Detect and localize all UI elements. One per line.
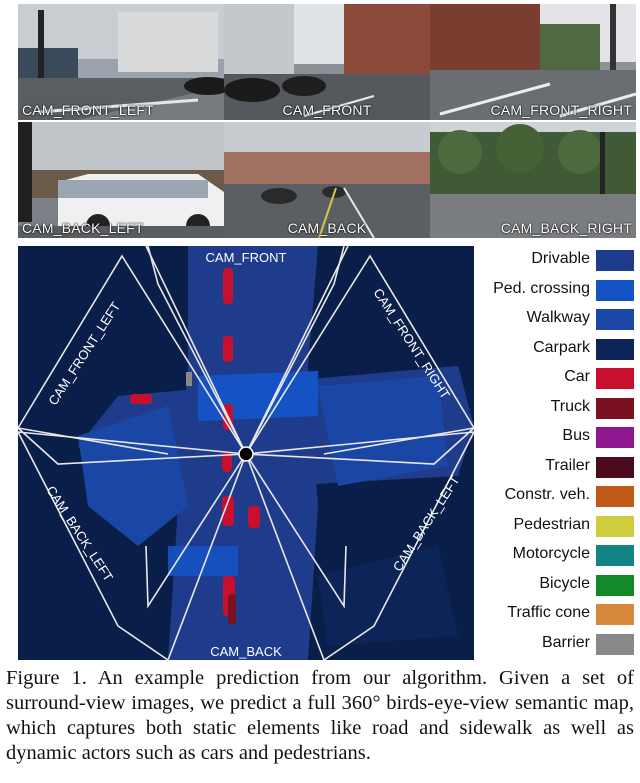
caption-text: An example prediction from our algorithm… xyxy=(6,667,634,764)
legend-row: Constr. veh. xyxy=(484,484,640,514)
legend-label: Traffic cone xyxy=(507,604,590,621)
legend-row: Traffic cone xyxy=(484,602,640,632)
legend-row: Car xyxy=(484,366,640,396)
legend-swatch xyxy=(596,397,634,419)
legend-label: Drivable xyxy=(531,250,590,267)
bev-barrier xyxy=(186,372,192,386)
bev-car xyxy=(223,336,233,362)
legend-row: Motorcycle xyxy=(484,543,640,573)
cam-front-label: CAM_FRONT xyxy=(282,102,372,118)
camera-grid: CAM_FRONT_LEFT CAM_FRONT CAM_FRONT_RIGHT xyxy=(18,4,636,238)
bev-car xyxy=(222,496,234,526)
cam-front-left-label: CAM_FRONT_LEFT xyxy=(22,102,154,118)
cam-front-right-label: CAM_FRONT_RIGHT xyxy=(490,102,632,118)
legend-swatch xyxy=(596,633,634,655)
cam-back-left-image: CAM_BACK_LEFT xyxy=(18,122,224,238)
legend-label: Bus xyxy=(562,427,590,444)
legend-label: Truck xyxy=(550,397,590,415)
cam-back-right-image: CAM_BACK_RIGHT xyxy=(430,122,636,238)
legend-label: Carpark xyxy=(533,338,590,356)
cam-front-left-image: CAM_FRONT_LEFT xyxy=(18,4,224,120)
legend-swatch xyxy=(596,604,634,625)
legend-swatch xyxy=(596,545,634,566)
legend-row: Ped. crossing xyxy=(484,278,640,308)
bev-label-back: CAM_BACK xyxy=(210,644,282,659)
bev-label-front: CAM_FRONT xyxy=(206,250,287,265)
legend-row: Truck xyxy=(484,396,640,426)
bev-truck xyxy=(228,594,236,624)
cam-back-image: CAM_BACK xyxy=(224,122,430,238)
legend-swatch xyxy=(596,309,634,330)
cam-front-right-image: CAM_FRONT_RIGHT xyxy=(430,4,636,120)
legend-row: Bus xyxy=(484,425,640,455)
bev-semantic-map: CAM_FRONT CAM_BACK CAM_FRONT_LEFT CAM_FR… xyxy=(18,246,474,660)
bev-carpark xyxy=(318,546,458,646)
legend-row: Bicycle xyxy=(484,573,640,603)
bev-car xyxy=(223,268,233,304)
legend-swatch xyxy=(596,427,634,448)
legend-row: Walkway xyxy=(484,307,640,337)
legend-row: Drivable xyxy=(484,248,640,278)
bev-car xyxy=(130,394,152,404)
legend-label: Bicycle xyxy=(539,574,590,592)
bev-walkway-right xyxy=(318,376,448,486)
legend-label: Constr. veh. xyxy=(504,486,590,503)
cam-back-left-label: CAM_BACK_LEFT xyxy=(22,220,144,236)
bev-ped-crossing-2 xyxy=(168,546,238,576)
legend-label: Motorcycle xyxy=(512,545,590,562)
legend-swatch xyxy=(596,456,634,478)
legend-swatch xyxy=(596,368,634,389)
legend-label: Trailer xyxy=(545,456,590,474)
cam-back-label: CAM_BACK xyxy=(287,220,367,236)
bev-car xyxy=(222,452,232,472)
cam-back-right-label: CAM_BACK_RIGHT xyxy=(500,220,632,236)
caption-label: Figure 1. xyxy=(6,667,87,689)
legend-row: Carpark xyxy=(484,337,640,367)
legend-swatch xyxy=(596,279,634,301)
legend-label: Pedestrian xyxy=(513,515,591,533)
figure-caption: Figure 1. An example prediction from our… xyxy=(6,666,634,766)
cam-front-image: CAM_FRONT xyxy=(224,4,430,120)
legend-swatch xyxy=(596,574,634,596)
legend-row: Trailer xyxy=(484,455,640,485)
legend-swatch xyxy=(596,338,634,360)
legend-row: Pedestrian xyxy=(484,514,640,544)
legend-swatch xyxy=(596,250,634,271)
bev-frustums xyxy=(18,246,474,660)
ego-vehicle-icon xyxy=(238,446,254,462)
legend-label: Barrier xyxy=(541,633,590,651)
legend-row: Barrier xyxy=(484,632,640,662)
legend-swatch xyxy=(596,515,634,537)
legend-label: Ped. crossing xyxy=(493,279,590,297)
legend-label: Walkway xyxy=(526,309,590,326)
legend-label: Car xyxy=(564,368,590,385)
legend-swatch xyxy=(596,486,634,507)
bev-car xyxy=(248,506,260,528)
